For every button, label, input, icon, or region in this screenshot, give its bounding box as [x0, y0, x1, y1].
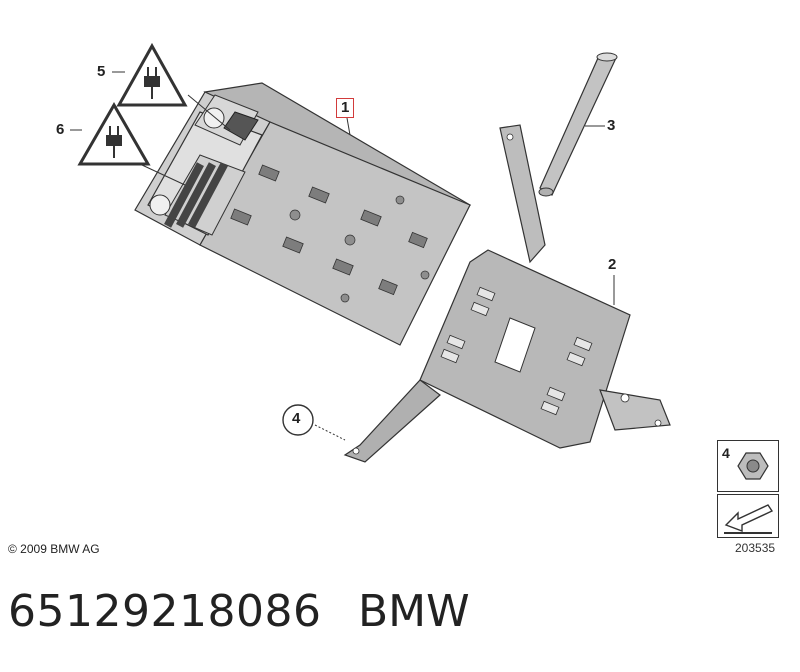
callout-5: 5 [97, 63, 106, 80]
callout-6: 6 [56, 121, 65, 138]
legend-arrow-box [717, 494, 779, 538]
brand-name: BMW [358, 586, 470, 637]
copyright-text: © 2009 BMW AG [8, 542, 100, 556]
leader-lines [70, 71, 615, 441]
reference-number: 203535 [735, 541, 776, 555]
electrical-plug-warning-icon [116, 42, 188, 107]
control-unit-drawing [134, 82, 472, 346]
callout-3: 3 [607, 117, 616, 134]
bracket-drawing [343, 124, 671, 463]
callout-2: 2 [608, 256, 617, 273]
callout-4: 4 [292, 410, 301, 427]
parts-diagram [70, 42, 671, 463]
part-number: 65129218086 [8, 586, 322, 637]
electrical-plug-warning-icon [77, 101, 151, 166]
mounting-direction-icon [724, 504, 774, 534]
guide-pin-drawing [538, 52, 618, 197]
legend-nut-box: 4 [717, 440, 779, 492]
legend-nut-number: 4 [722, 445, 730, 461]
hex-nut-icon [737, 452, 769, 480]
callout-1: 1 [336, 98, 355, 118]
